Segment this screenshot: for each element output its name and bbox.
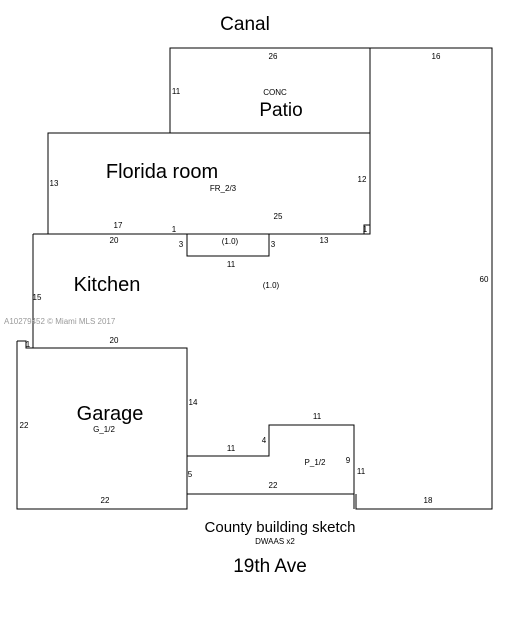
dim-fl-left: 13 bbox=[50, 179, 59, 188]
kitchen-code: (1.0) bbox=[263, 281, 280, 290]
dim-kit-top-right: 13 bbox=[320, 236, 329, 245]
dim-step-1b: 1 bbox=[363, 225, 368, 234]
garage-code: G_1/2 bbox=[93, 425, 115, 434]
florida-room-code: FR_2/3 bbox=[210, 184, 237, 193]
patio-code: CONC bbox=[263, 88, 287, 97]
patio-label: Patio bbox=[259, 100, 302, 121]
dim-bottom-22: 22 bbox=[269, 481, 278, 490]
dim-right-bottom: 18 bbox=[424, 496, 433, 505]
dim-fl-bottom-left: 17 bbox=[114, 221, 123, 230]
dim-patio-top: 26 bbox=[269, 52, 278, 61]
porch-code: P_1/2 bbox=[305, 458, 326, 467]
dim-kit-notch: 1 bbox=[26, 340, 31, 349]
dim-bump-left: 3 bbox=[179, 240, 184, 249]
dim-mid-11: 11 bbox=[227, 444, 236, 453]
dim-fl-bottom-right: 25 bbox=[274, 212, 283, 221]
dim-right-side: 60 bbox=[480, 275, 489, 284]
dim-right-top: 16 bbox=[432, 52, 441, 61]
dim-porch-9: 9 bbox=[346, 456, 351, 465]
bump-code: (1.0) bbox=[222, 237, 239, 246]
canal-label: Canal bbox=[220, 14, 270, 35]
garage-label: Garage bbox=[77, 403, 144, 425]
dim-porch-top: 11 bbox=[313, 412, 322, 421]
florida-room-outline bbox=[47, 132, 371, 235]
dim-bump-bottom: 11 bbox=[227, 260, 236, 269]
dim-garage-top: 20 bbox=[110, 336, 119, 345]
dim-bump-right: 3 bbox=[271, 240, 276, 249]
dim-kit-top: 20 bbox=[110, 236, 119, 245]
kitchen-outline bbox=[33, 224, 370, 257]
watermark: A10279452 © Miami MLS 2017 bbox=[4, 317, 116, 326]
dim-garage-left: 22 bbox=[20, 421, 29, 430]
dim-fl-right: 12 bbox=[358, 175, 367, 184]
middle-section-outline bbox=[187, 424, 355, 509]
sketch-subcaption: DWAAS x2 bbox=[255, 537, 295, 546]
dim-mid-4: 4 bbox=[262, 436, 267, 445]
dim-patio-left: 11 bbox=[172, 87, 181, 96]
dim-kit-left: 15 bbox=[33, 293, 42, 302]
dim-garage-bottom: 22 bbox=[101, 496, 110, 505]
right-structure-outline bbox=[355, 47, 493, 510]
dim-sep-5: 5 bbox=[188, 470, 193, 479]
florida-room-label: Florida room bbox=[106, 161, 218, 183]
garage-outline bbox=[16, 341, 188, 510]
dim-garage-right: 14 bbox=[189, 398, 198, 407]
kitchen-label: Kitchen bbox=[74, 274, 141, 296]
sketch-caption: County building sketch bbox=[205, 519, 356, 536]
dim-step-1a: 1 bbox=[172, 225, 177, 234]
dim-porch-11: 11 bbox=[357, 467, 366, 476]
kitchen-left-wall bbox=[17, 234, 34, 349]
street-label: 19th Ave bbox=[233, 556, 307, 577]
